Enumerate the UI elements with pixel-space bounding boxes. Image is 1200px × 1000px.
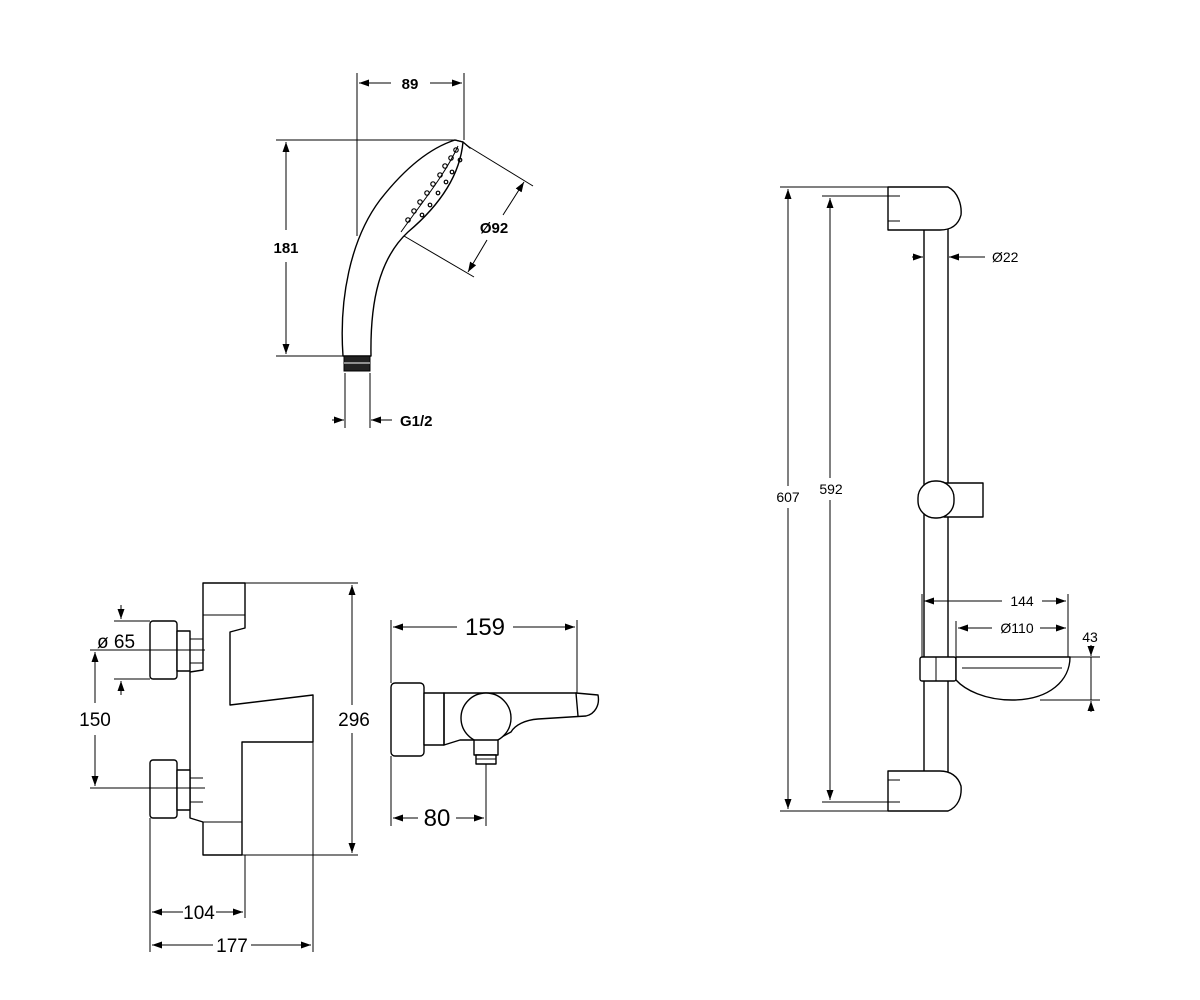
dim-diameter-110: Ø110 bbox=[1000, 620, 1033, 636]
dim-607: 607 bbox=[776, 489, 800, 505]
hand-shower-drawing: 89 181 Ø92 G1/2 bbox=[273, 73, 534, 430]
mixer-side-view: 159 80 bbox=[390, 614, 600, 832]
dim-159: 159 bbox=[465, 614, 505, 641]
dim-144: 144 bbox=[1010, 593, 1034, 609]
dim-150: 150 bbox=[79, 710, 111, 731]
dim-181: 181 bbox=[273, 240, 298, 257]
dim-diameter-92: Ø92 bbox=[480, 220, 508, 237]
dim-89: 89 bbox=[402, 76, 419, 93]
dim-connection: G1/2 bbox=[400, 413, 433, 430]
dim-104: 104 bbox=[183, 903, 215, 924]
dim-43: 43 bbox=[1082, 629, 1098, 645]
spray-nozzles bbox=[405, 147, 463, 223]
dim-diameter-65: ø 65 bbox=[97, 632, 135, 653]
dim-80: 80 bbox=[424, 805, 451, 832]
dim-diameter-22: Ø22 bbox=[992, 249, 1019, 265]
shower-rail-drawing: 607 592 Ø22 144 Ø110 43 bbox=[776, 186, 1100, 812]
dim-296: 296 bbox=[338, 710, 370, 731]
mixer-front-view: ø 65 150 296 104 177 bbox=[79, 582, 370, 957]
dim-177: 177 bbox=[216, 936, 248, 957]
dim-592: 592 bbox=[819, 481, 843, 497]
